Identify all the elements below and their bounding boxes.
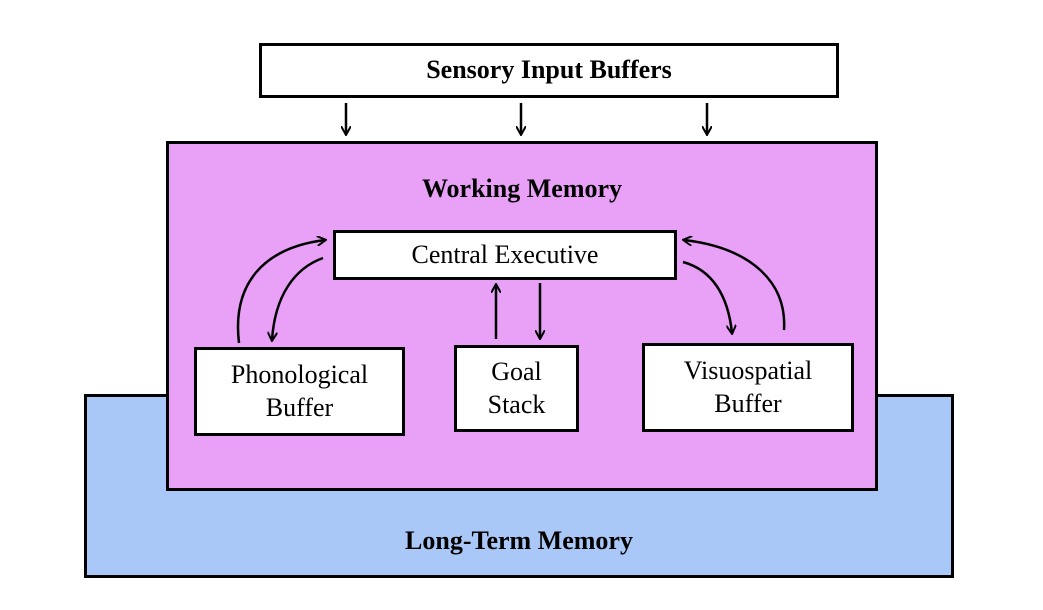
long-term-memory-label: Long-Term Memory (405, 526, 633, 555)
working-memory-label: Working Memory (421, 174, 623, 203)
goal-stack-label-line2: Stack (487, 389, 546, 419)
goal-stack-box: Goal Stack (454, 345, 579, 432)
phonological-buffer-box: Phonological Buffer (194, 347, 405, 436)
goal-stack-label-line1: Goal (491, 357, 542, 386)
visuospatial-buffer-label-line2: Buffer (714, 388, 782, 418)
sensory-input-buffers-box: Sensory Input Buffers (259, 43, 839, 98)
phonological-buffer-label-line2: Buffer (265, 392, 334, 422)
visuospatial-buffer-label-line1: Visuospatial (683, 356, 813, 385)
phonological-buffer-label-line1: Phonological (230, 360, 369, 389)
central-executive-label: Central Executive (411, 239, 599, 269)
sensory-input-buffers-label: Sensory Input Buffers (426, 55, 672, 85)
central-executive-box: Central Executive (333, 230, 677, 280)
visuospatial-buffer-box: Visuospatial Buffer (642, 343, 854, 432)
